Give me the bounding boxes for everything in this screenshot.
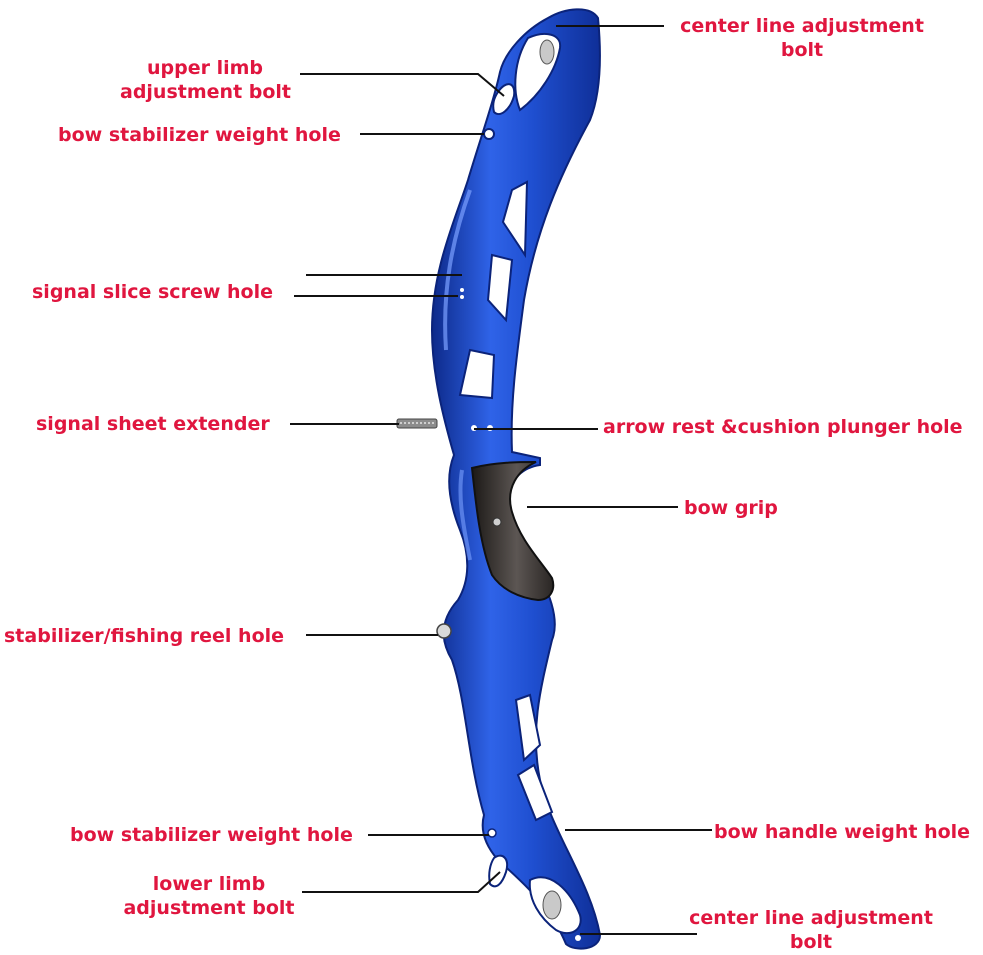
signal-slice-screw-hole-a	[460, 288, 464, 292]
bow-riser	[396, 8, 602, 950]
label-line: adjustment bolt	[120, 81, 292, 103]
signal-slice-screw-hole-b	[460, 295, 464, 299]
label-signal-sheet-extender: signal sheet extender	[36, 413, 270, 435]
label-line: center line adjustment	[680, 15, 924, 37]
leader-lower-limb	[302, 871, 501, 893]
riser-body	[430, 8, 602, 950]
upper-center-bolt	[539, 39, 555, 65]
lower-stabilizer-weight-hole	[487, 828, 497, 838]
lower-window-2	[516, 763, 554, 822]
label-bow-handle-weight-hole: bow handle weight hole	[714, 821, 971, 843]
bow-grip-shape	[470, 461, 555, 602]
leader-lines	[290, 25, 712, 935]
label-line: upper limb	[146, 57, 264, 79]
label-signal-slice-screw-hole: signal slice screw hole	[32, 281, 273, 303]
label-bow-grip: bow grip	[684, 497, 778, 519]
leader-upper-limb	[300, 73, 505, 97]
upper-window-2	[486, 253, 514, 323]
label-line: lower limb	[152, 873, 266, 895]
label-line: adjustment bolt	[123, 897, 295, 919]
riser-highlight	[443, 189, 472, 351]
upper-window-1	[501, 180, 529, 259]
upper-stabilizer-weight-hole	[483, 128, 495, 140]
lower-center-bolt	[542, 890, 562, 920]
label-line: center line adjustment	[689, 907, 933, 929]
stabilizer-reel-hole	[436, 623, 452, 639]
label-arrow-rest-cushion-plunger-hole: arrow rest &cushion plunger hole	[603, 416, 963, 438]
label-stabilizer-fishing-reel-hole: stabilizer/fishing reel hole	[4, 625, 285, 647]
grip-screw	[492, 517, 502, 527]
label-bow-stabilizer-weight-hole-top: bow stabilizer weight hole	[58, 124, 341, 146]
lower-window-1	[514, 693, 542, 763]
label-line: bolt	[780, 39, 824, 61]
riser-highlight-lower	[458, 469, 472, 561]
lower-center-bolt-hole	[575, 935, 581, 941]
label-center-line-adjustment-bolt-top: center line adjustment bolt	[666, 14, 938, 62]
label-bow-stabilizer-weight-hole-bottom: bow stabilizer weight hole	[70, 824, 353, 846]
label-center-line-adjustment-bolt-bottom: center line adjustment bolt	[680, 906, 942, 954]
label-lower-limb-adjustment-bolt: lower limb adjustment bolt	[118, 872, 300, 920]
label-line: bolt	[789, 931, 833, 953]
upper-window-3	[458, 348, 496, 400]
label-upper-limb-adjustment-bolt: upper limb adjustment bolt	[120, 56, 292, 104]
lower-bolt-slot	[488, 854, 508, 888]
